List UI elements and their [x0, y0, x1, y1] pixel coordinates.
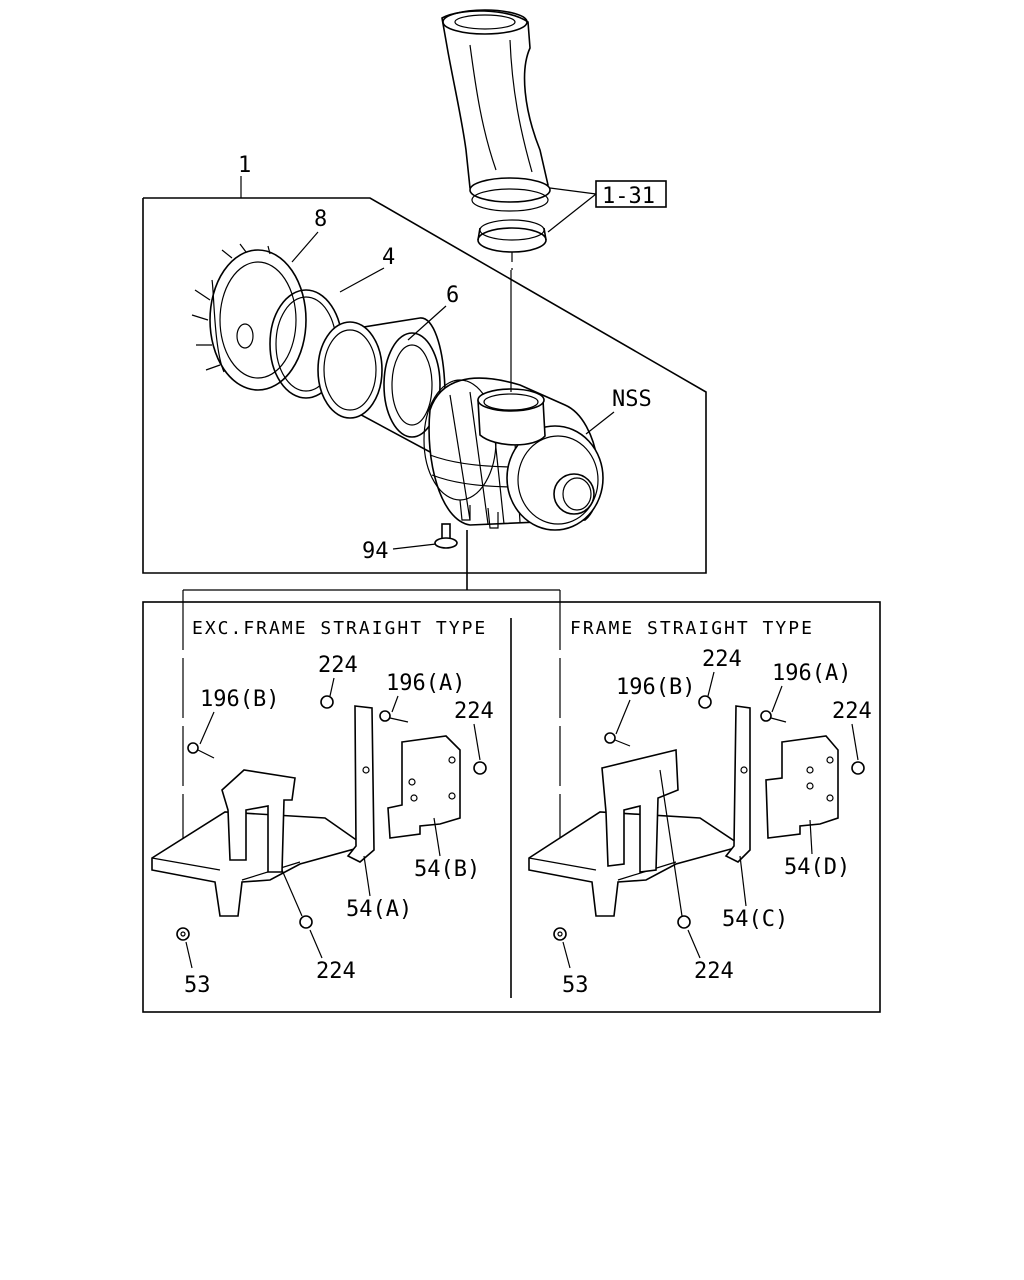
right-panel: FRAME STRAIGHT TYPE [528, 618, 872, 998]
nss-label: NSS [612, 387, 652, 412]
right-bracket-c-label: 54(C) [722, 907, 788, 932]
nut-224-top-right [698, 695, 712, 709]
left-panel: EXC.FRAME STRAIGHT TYPE [151, 618, 494, 998]
washer-53 [176, 927, 190, 941]
right-nut-bottom-label: 224 [694, 959, 734, 984]
left-nut-top-label: 224 [318, 653, 358, 678]
left-nut-bottom-label: 224 [316, 959, 356, 984]
hose-clamp [477, 219, 547, 270]
drain-valve [434, 523, 458, 549]
air-cleaner-housing [423, 270, 604, 531]
end-cap [191, 243, 307, 391]
reference-box: 1-31 [547, 180, 667, 233]
filter-element [317, 317, 446, 453]
nut-224-right-right [851, 761, 865, 775]
nut-224-bottom-right [659, 769, 691, 929]
right-nut-top-label: 224 [702, 647, 742, 672]
left-nut-right-label: 224 [454, 699, 494, 724]
cap-label: 8 [314, 207, 327, 232]
left-washer-label: 53 [184, 973, 211, 998]
nut-224-top [320, 695, 334, 709]
right-panel-header: FRAME STRAIGHT TYPE [570, 618, 814, 639]
bolt-196b-right [604, 732, 631, 747]
left-bolt-a-label: 196(A) [386, 671, 465, 696]
bolt-196a [379, 710, 409, 723]
intake-duct [441, 9, 551, 212]
left-bracket-a-label: 54(A) [346, 897, 412, 922]
ring-label: 4 [382, 245, 395, 270]
valve-label: 94 [362, 539, 389, 564]
assembly-label: 1 [238, 153, 251, 178]
bracket-panel [142, 601, 881, 1013]
assembly-outline: 1 [142, 153, 707, 574]
bolt-196a-right [760, 710, 787, 723]
nut-224-bottom [281, 869, 313, 929]
left-bolt-b-label: 196(B) [200, 687, 279, 712]
left-panel-header: EXC.FRAME STRAIGHT TYPE [192, 618, 487, 639]
right-nut-right-label: 224 [832, 699, 872, 724]
element-label: 6 [446, 283, 459, 308]
right-bracket-d-label: 54(D) [784, 855, 850, 880]
right-washer-label: 53 [562, 973, 589, 998]
left-bracket-b-label: 54(B) [414, 857, 480, 882]
bolt-196b [187, 742, 215, 759]
right-bolt-b-label: 196(B) [616, 675, 695, 700]
right-bolt-a-label: 196(A) [772, 661, 851, 686]
washer-53-right [553, 927, 567, 941]
ref-label: 1-31 [602, 184, 655, 209]
nut-224-right [473, 761, 487, 775]
